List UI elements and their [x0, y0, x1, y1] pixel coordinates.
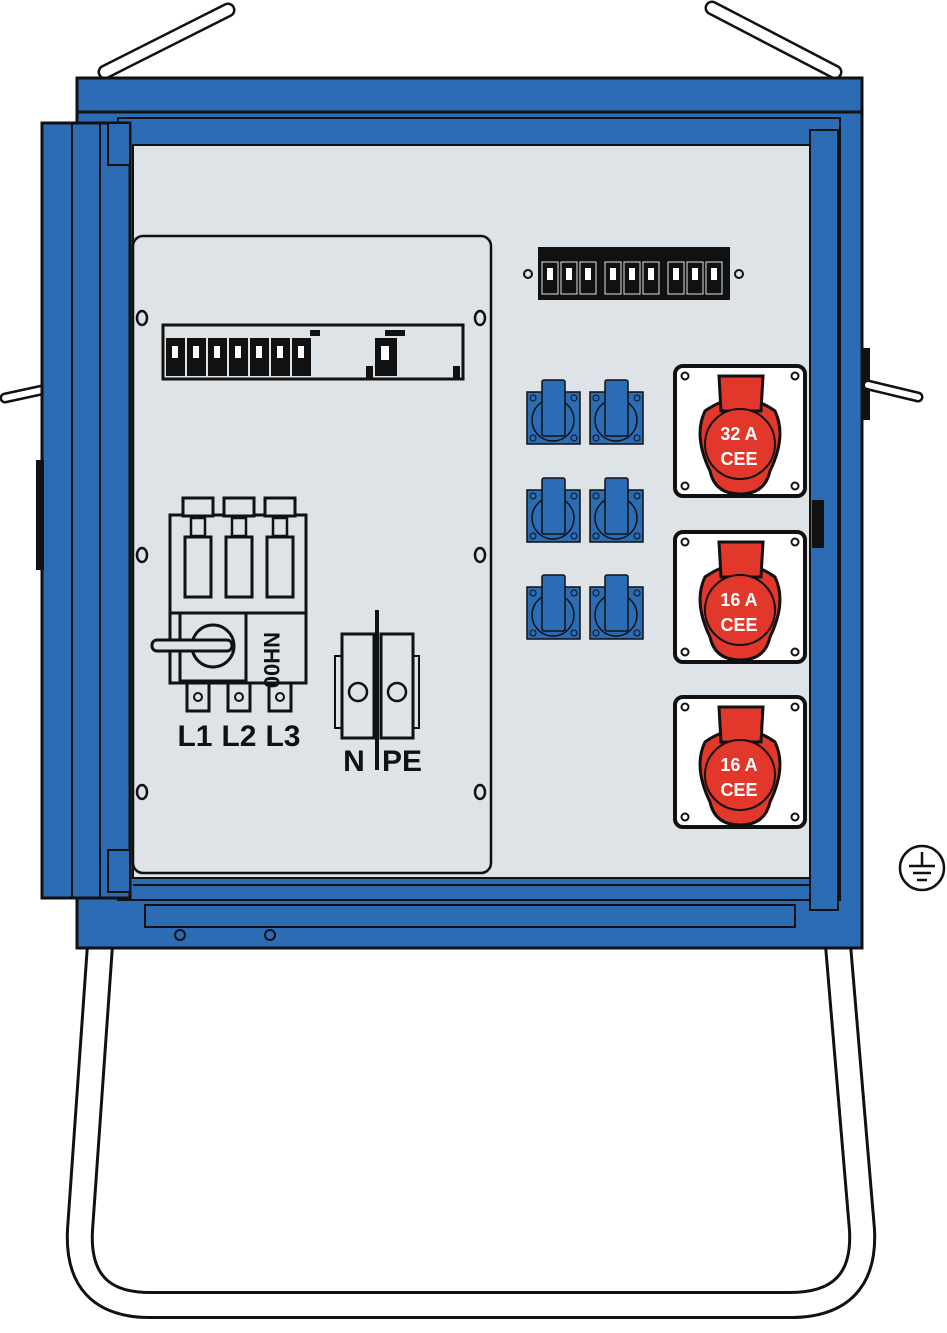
cee-socket[interactable]: 16 A CEE [673, 530, 807, 664]
schuko-socket[interactable] [526, 379, 581, 445]
cee-type-label: CEE [720, 780, 757, 800]
breaker-toggle [235, 346, 241, 358]
switch-handle[interactable] [150, 638, 234, 653]
side-handles [0, 348, 924, 420]
phase-label-l3: L3 [265, 720, 300, 753]
breaker-toggle [585, 268, 591, 280]
schuko-socket[interactable] [589, 477, 644, 543]
screw-icon [473, 783, 487, 801]
cee-rating-label: 32 A [720, 424, 757, 444]
breaker-toggle [673, 268, 679, 280]
breaker-toggle [381, 346, 389, 360]
nh-fuse-switch-disconnector: NH00 L1 L2 L3 [150, 496, 308, 753]
neutral-label: N [343, 745, 365, 778]
cabinet-door[interactable] [36, 121, 132, 900]
cee-rating-label: 16 A [720, 755, 757, 775]
breaker-toggle [256, 346, 262, 358]
socket-lid[interactable] [717, 374, 765, 413]
n-pe-terminals: N PE [334, 610, 422, 778]
screw-icon [135, 546, 149, 564]
breaker-strip [161, 323, 465, 381]
cee-type-label: CEE [720, 615, 757, 635]
screw-icon [135, 309, 149, 327]
cee-sockets: 32 A CEE 16 A CEE 16 A CEE [673, 364, 807, 829]
breaker-strip-sockets [523, 247, 744, 300]
fuse-link [183, 535, 213, 599]
cee-type-label: CEE [720, 449, 757, 469]
screw-icon [473, 546, 487, 564]
screw-icon [135, 783, 149, 801]
socket-lid[interactable] [717, 540, 765, 579]
breaker-toggle [711, 268, 717, 280]
schuko-socket[interactable] [589, 379, 644, 445]
earth-label: PE [382, 745, 422, 778]
protective-earth-icon [898, 844, 946, 892]
breaker-toggle [277, 346, 283, 358]
cee-rating-label: 16 A [720, 590, 757, 610]
breaker-toggle [172, 346, 178, 358]
schuko-socket[interactable] [526, 477, 581, 543]
fuse-model-label: NH00 [259, 632, 284, 688]
cee-socket[interactable]: 32 A CEE [673, 364, 807, 498]
socket-lid[interactable] [717, 705, 765, 744]
phase-label-l2: L2 [221, 720, 256, 753]
carry-frame-legs [65, 943, 877, 1319]
fuse-link [265, 535, 295, 599]
fuse-link [224, 535, 254, 599]
cee-socket[interactable]: 16 A CEE [673, 695, 807, 829]
breaker-toggle [692, 268, 698, 280]
screw-icon [473, 309, 487, 327]
schuko-sockets [526, 379, 644, 640]
breaker-toggle [547, 268, 553, 280]
breaker-toggle [566, 268, 572, 280]
top-handles [97, 0, 843, 80]
breaker-toggle [648, 268, 654, 280]
phase-label-l1: L1 [177, 720, 212, 753]
breaker-toggle [193, 346, 199, 358]
schuko-socket[interactable] [526, 574, 581, 640]
breaker-toggle [629, 268, 635, 280]
breaker-toggle [214, 346, 220, 358]
breaker-toggle [298, 346, 304, 358]
breaker-toggle [610, 268, 616, 280]
schuko-socket[interactable] [589, 574, 644, 640]
